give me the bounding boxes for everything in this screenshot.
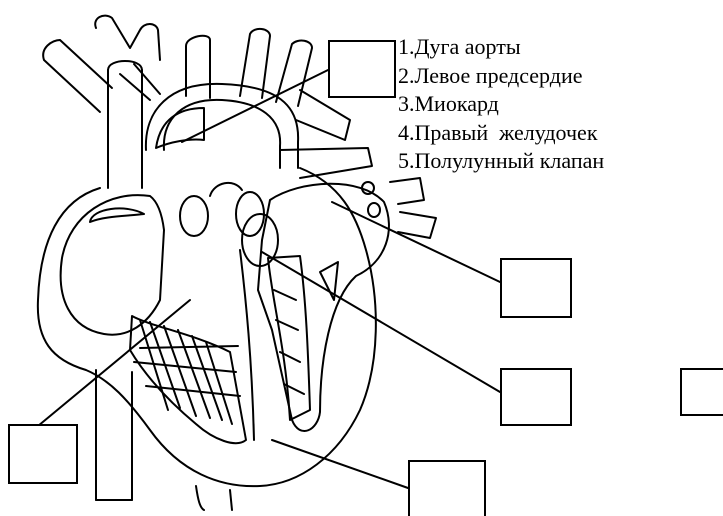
answer-box-left-atrium[interactable] (500, 258, 572, 318)
answer-box-right-ventricle[interactable] (408, 460, 486, 516)
aortic-branches (43, 16, 350, 140)
legend-item-3: 3.Миокард (398, 90, 604, 119)
answer-box-unconnected[interactable] (680, 368, 723, 416)
legend-item-1: 1.Дуга аорты (398, 33, 604, 62)
interventricular-septum (240, 250, 254, 440)
answer-box-myocardium[interactable] (8, 424, 78, 484)
legend-list: 1.Дуга аорты 2.Левое предсердие 3.Миокар… (398, 33, 604, 176)
vena-cava (96, 61, 142, 500)
legend-item-4: 4.Правый желудочек (398, 119, 604, 148)
legend-item-5: 5.Полулунный клапан (398, 147, 604, 176)
right-atrium (61, 195, 164, 335)
answer-box-aortic-arch[interactable] (328, 40, 396, 98)
answer-box-valve[interactable] (500, 368, 572, 426)
legend-item-2: 2.Левое предсердие (398, 62, 604, 91)
